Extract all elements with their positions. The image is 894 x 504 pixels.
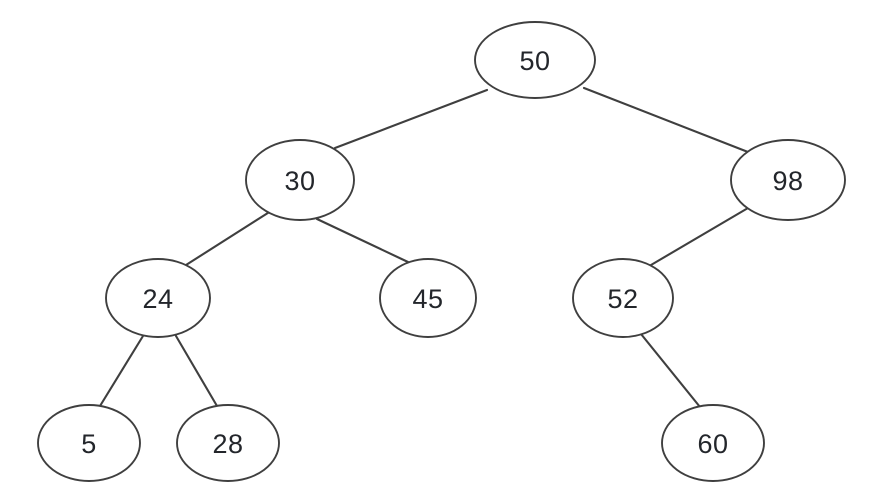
node-label-60: 60 [697,429,728,459]
node-label-52: 52 [607,284,638,314]
node-layer: 50 30 98 24 45 52 5 28 60 [37,21,846,482]
node-outline-28 [176,404,280,482]
tree-node-45[interactable]: 45 [379,258,477,338]
tree-edge-50-30 [333,88,489,150]
node-outline-5 [37,404,141,482]
tree-node-52[interactable]: 52 [572,258,674,338]
node-label-98: 98 [772,166,803,196]
node-label-45: 45 [412,284,443,314]
node-label-28: 28 [212,429,243,459]
tree-edge-30-45 [315,217,410,264]
tree-node-24[interactable]: 24 [105,258,211,338]
node-outline-52 [572,258,674,338]
tree-node-28[interactable]: 28 [176,404,280,482]
tree-node-98[interactable]: 98 [730,139,846,221]
node-label-5: 5 [81,429,97,459]
tree-edge-52-60 [639,332,702,409]
node-label-50: 50 [519,46,550,76]
edge-layer [98,86,750,409]
node-outline-24 [105,258,211,338]
tree-edge-98-52 [649,206,750,267]
tree-node-50[interactable]: 50 [474,21,596,99]
node-outline-98 [730,139,846,221]
tree-node-30[interactable]: 30 [245,139,355,221]
node-outline-60 [661,404,765,482]
node-label-30: 30 [284,166,315,196]
tree-edge-24-5 [98,334,145,408]
node-outline-45 [379,258,477,338]
tree-edge-24-28 [174,334,219,408]
tree-node-60[interactable]: 60 [661,404,765,482]
tree-edge-50-98 [582,86,750,154]
node-label-24: 24 [142,284,173,314]
node-outline-50 [474,21,596,99]
tree-node-5[interactable]: 5 [37,404,141,482]
node-outline-30 [245,139,355,221]
tree-edge-30-24 [184,209,273,267]
